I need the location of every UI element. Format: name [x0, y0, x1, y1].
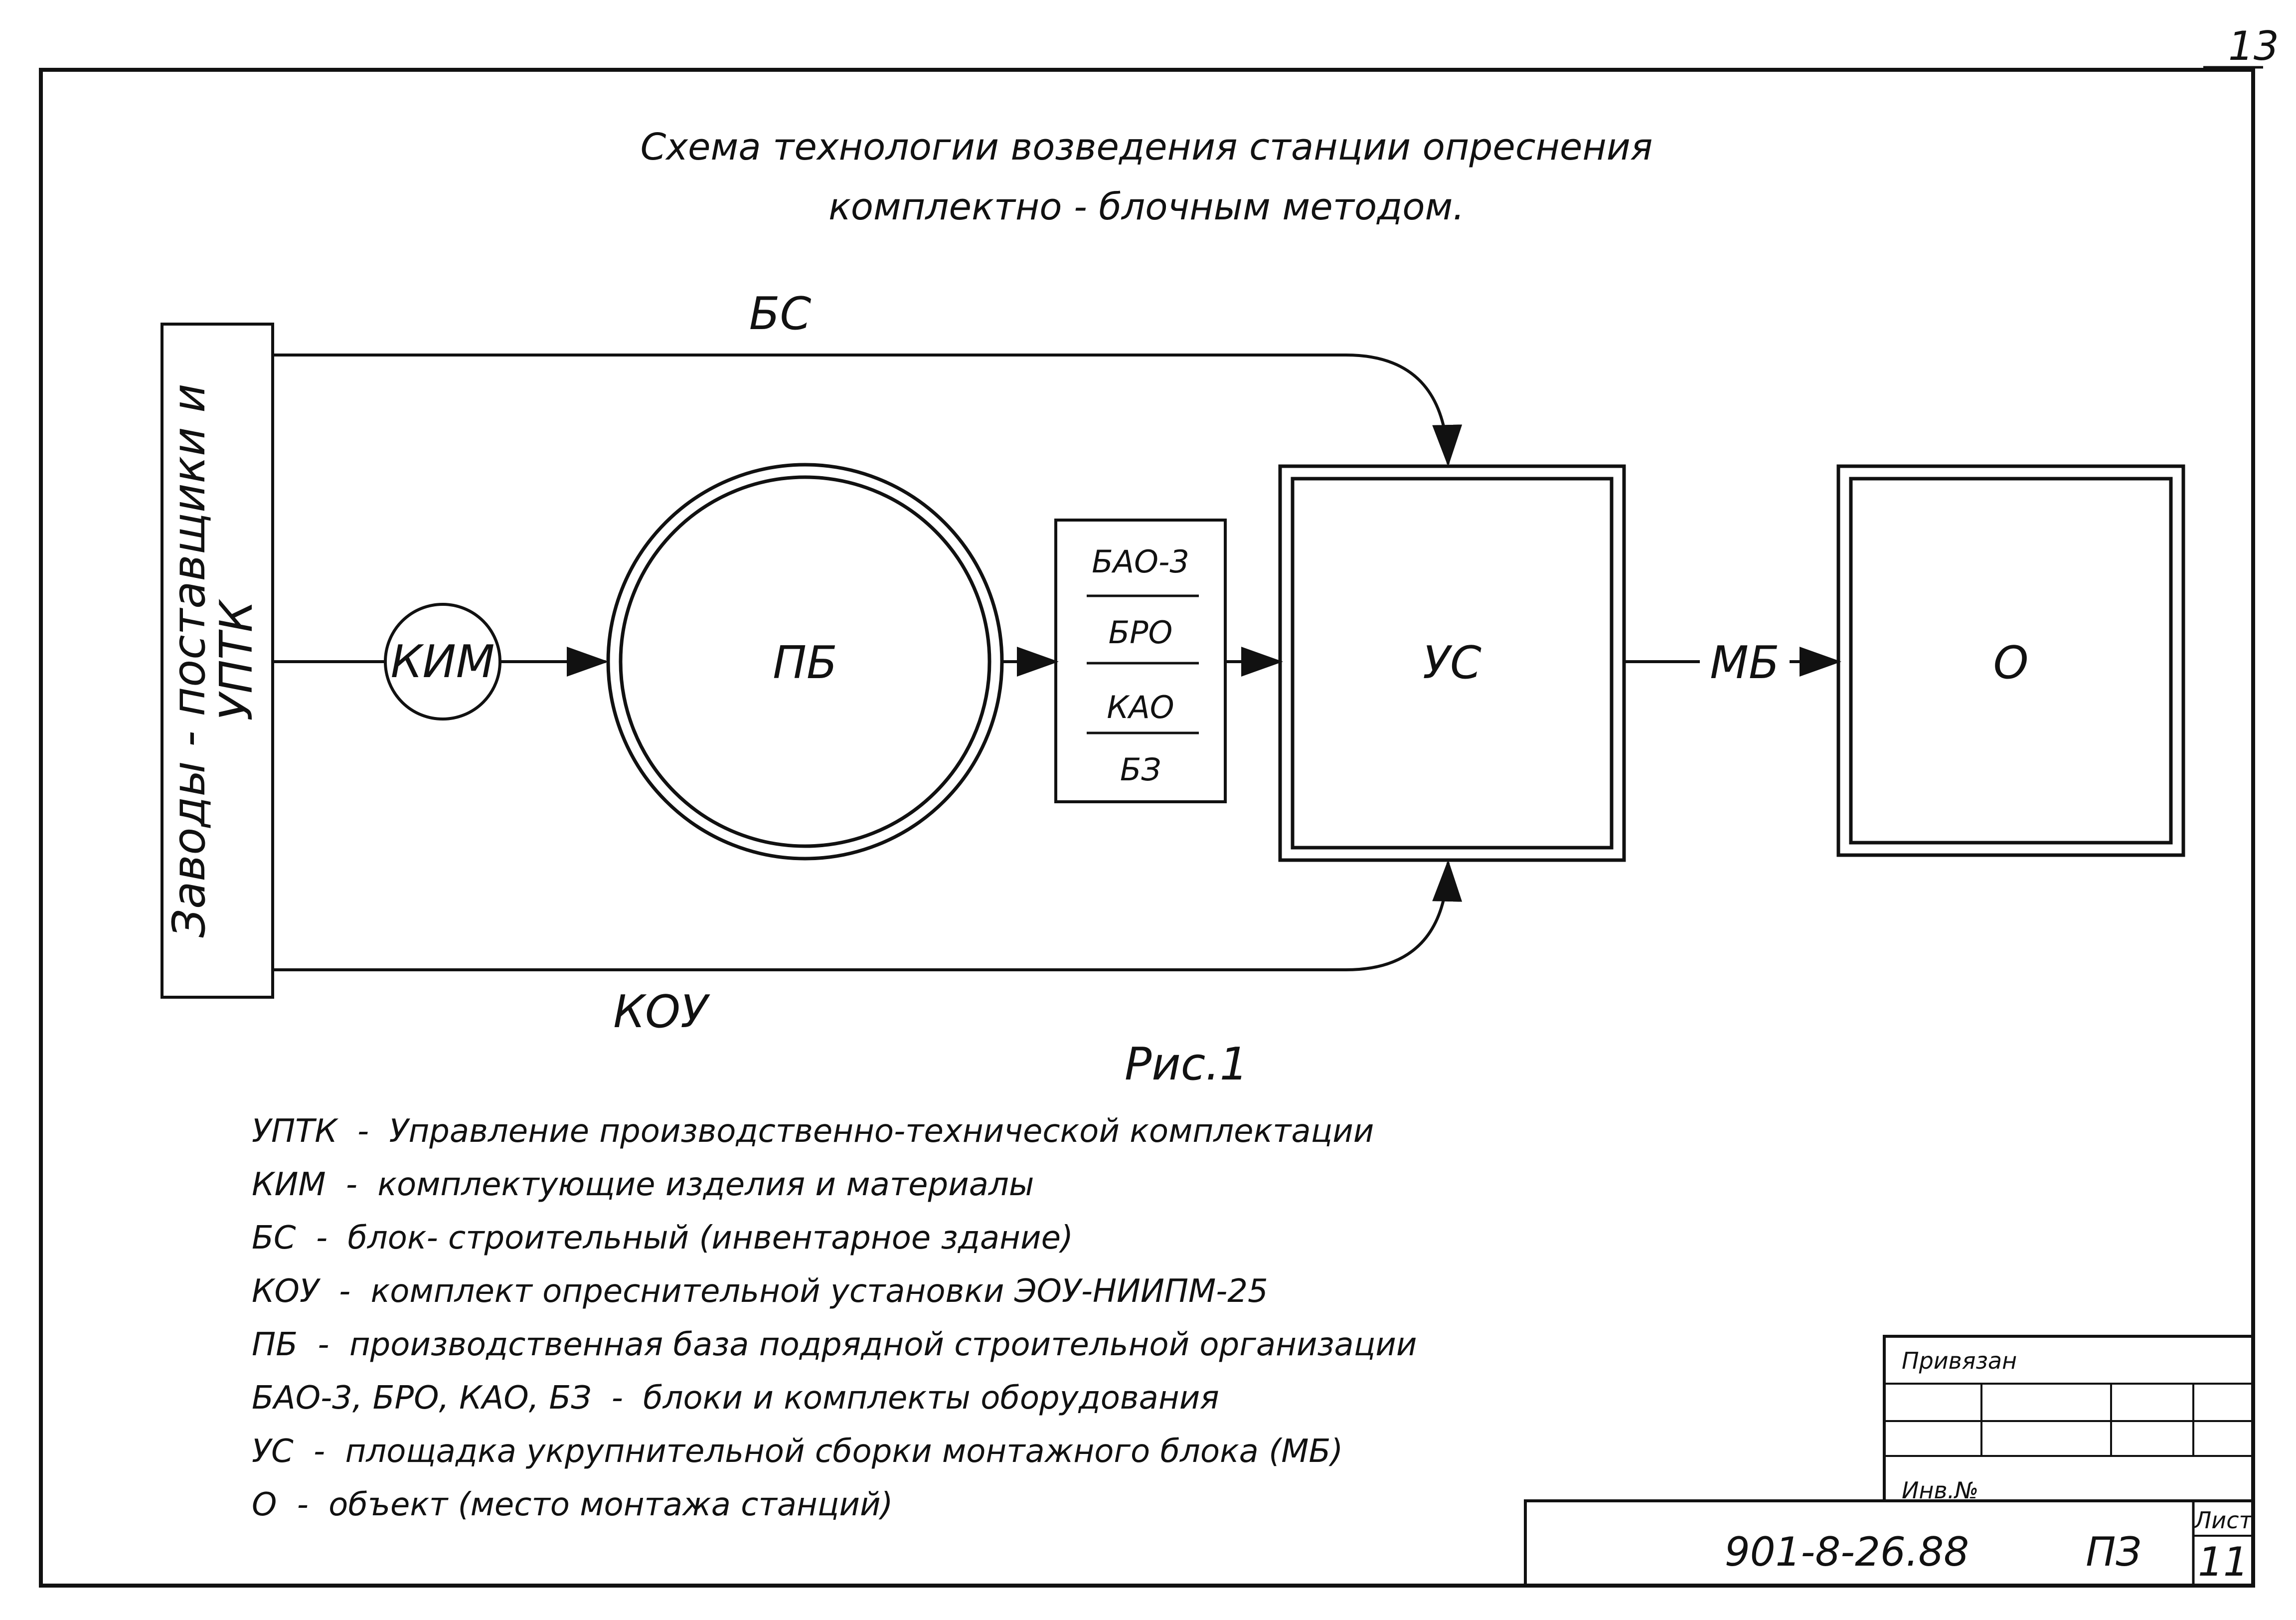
legend-text: комплектующие изделия и материалы: [377, 1166, 1034, 1203]
edge-bs: [273, 354, 1463, 467]
node-o-outer: [1836, 464, 2185, 857]
legend-item: УС - площадка укрупнительной сборки монт…: [252, 1433, 1343, 1470]
legend-abbr: ПБ: [252, 1326, 298, 1363]
legend-sep: -: [297, 1486, 309, 1523]
block-label-bz: БЗ: [1120, 751, 1161, 788]
edge-kou: [273, 860, 1463, 971]
node-kim-label: КИМ: [391, 636, 495, 688]
legend-abbr: БС: [252, 1220, 296, 1257]
figure-caption: Рис.1: [1125, 1038, 1248, 1090]
legend-text: площадка укрупнительной сборки монтажног…: [345, 1433, 1343, 1470]
legend-item: УПТК - Управление производственно-технич…: [252, 1113, 1374, 1150]
suppliers-label-line-1: Заводы - поставщики и: [163, 383, 215, 937]
node-pb-inner: [619, 475, 991, 848]
legend-text: комплект опреснительной установки ЭОУ-НИ…: [371, 1273, 1268, 1310]
legend: УПТК - Управление производственно-технич…: [252, 1113, 1417, 1523]
legend-abbr: КИМ: [252, 1166, 326, 1203]
node-o-inner: [1849, 477, 2173, 845]
legend-item: О - объект (место монтажа станций): [252, 1486, 893, 1523]
legend-abbr: БАО-3, БРО, КАО, БЗ: [252, 1380, 591, 1417]
node-pb-label: ПБ: [773, 637, 837, 689]
legend-abbr: О: [252, 1486, 277, 1523]
legend-item: БС - блок- строительный (инвентарное зда…: [252, 1220, 1073, 1257]
legend-sep: -: [314, 1433, 325, 1470]
legend-item: КИМ - комплектующие изделия и материалы: [252, 1166, 1034, 1203]
node-us-label: УС: [1423, 637, 1481, 689]
title-block: Привязан Инв.№ 901-8-26.88 ПЗ Лист 11: [1524, 1335, 2255, 1587]
block-label-kao: КАО: [1107, 689, 1174, 725]
legend-sep: -: [357, 1113, 369, 1150]
title-line-2: комплектно - блочным методом.: [828, 185, 1465, 228]
stamp-code-box: [1524, 1499, 2255, 1587]
title-line-1: Схема технологии возведения станции опре…: [641, 126, 1653, 169]
legend-sep: -: [316, 1220, 328, 1257]
stamp-section: ПЗ: [2086, 1529, 2141, 1575]
legend-text: объект (место монтажа станций): [328, 1486, 893, 1523]
edge-bs-label: БС: [749, 288, 812, 340]
legend-abbr: УС: [252, 1433, 294, 1470]
legend-text: блоки и комплекты оборудования: [643, 1380, 1219, 1417]
stamp-sheet-number: 11: [2198, 1539, 2249, 1585]
legend-text: производственная база подрядной строител…: [349, 1326, 1417, 1363]
edge-kou-label: КОУ: [613, 986, 710, 1038]
suppliers-label-line-2: УПТК: [210, 598, 263, 720]
stamp-sheet-label: Лист: [2193, 1507, 2253, 1534]
legend-sep: -: [346, 1166, 357, 1203]
edge-mb-label: МБ: [1710, 637, 1779, 689]
drawing-frame: [39, 68, 2255, 1588]
stamp-doc-code: 901-8-26.88: [1725, 1529, 1969, 1575]
legend-sep: -: [612, 1380, 623, 1417]
legend-item: ПБ - производственная база подрядной стр…: [252, 1326, 1417, 1363]
legend-abbr: УПТК: [252, 1113, 338, 1150]
node-us-inner: [1291, 477, 1614, 850]
stamp-attached-label: Привязан: [1902, 1347, 2017, 1374]
page-number: 13: [2228, 23, 2279, 69]
legend-abbr: КОУ: [252, 1273, 321, 1310]
legend-sep: -: [318, 1326, 329, 1363]
legend-text: Управление производственно-технической к…: [389, 1113, 1374, 1150]
legend-text: блок- строительный (инвентарное здание): [347, 1220, 1073, 1257]
block-label-bao3: БАО-3: [1092, 543, 1189, 580]
legend-item: КОУ - комплект опреснительной установки …: [252, 1273, 1268, 1310]
legend-sep: -: [339, 1273, 350, 1310]
node-o-label: О: [1993, 637, 2029, 689]
block-label-bro: БРО: [1109, 614, 1173, 651]
legend-item: БАО-3, БРО, КАО, БЗ - блоки и комплекты …: [252, 1380, 1219, 1417]
